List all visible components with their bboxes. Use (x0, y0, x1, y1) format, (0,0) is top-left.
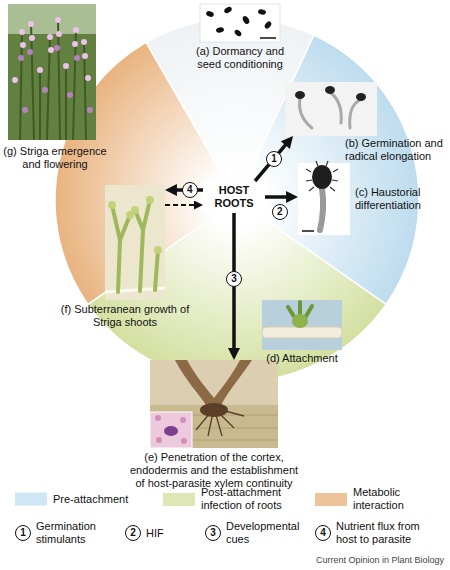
seed (205, 10, 214, 18)
flowering-photo (8, 4, 96, 140)
legend-item: Pre-attachment (15, 493, 153, 506)
arrow (255, 140, 290, 181)
scale-bar (302, 230, 314, 232)
legend-item: 3 Developmental cues (205, 520, 308, 546)
stained-cells (155, 415, 187, 444)
panel-caption: (g) Striga emergence and flowering (0, 145, 110, 171)
haustoria (175, 360, 252, 408)
panel-caption: (a) Dormancy and seed conditioning (190, 45, 290, 71)
legend-swatch (15, 493, 47, 506)
callout-number: 2 (125, 525, 141, 541)
legend-text: HIF (146, 527, 186, 540)
seed (223, 6, 233, 15)
host-root (262, 327, 342, 338)
legend-swatch (163, 493, 195, 506)
legend-text: Metabolic interaction (353, 486, 428, 512)
panel-caption: (f) Subterranean growth of Striga shoots (55, 303, 195, 329)
striga-flowers (18, 45, 93, 113)
legend-text: Nutrient flux from host to parasite (336, 520, 441, 546)
stage-panel: (d) Attachment (262, 300, 342, 350)
legend-item: 4 Nutrient flux from host to parasite (315, 520, 441, 546)
callout-number: 3 (226, 271, 242, 287)
stage-panel: (e) Penetration of the cortex, endodermi… (150, 360, 278, 448)
legend-text: Post-attachment infection of roots (201, 486, 301, 512)
seed (356, 93, 366, 101)
seed (295, 91, 305, 99)
attachment-photo (262, 300, 342, 350)
seed (325, 86, 335, 94)
legend-swatch (315, 493, 347, 506)
panel-caption: (d) Attachment (252, 352, 352, 365)
germination-photo (285, 82, 377, 136)
panel-caption: (e) Penetration of the cortex, endodermi… (124, 451, 304, 490)
stage-panel: (c) Haustorial differentiation (298, 163, 350, 235)
legend-item: Metabolic interaction (315, 486, 428, 512)
callout-number: 1 (266, 151, 282, 167)
callout-number: 3 (205, 525, 221, 541)
callout-number: 4 (182, 182, 198, 198)
haustorial-hairs (306, 161, 338, 191)
haustorium (312, 165, 332, 189)
stage-panel: (g) Striga emergence and flowering (8, 4, 96, 140)
haustorium-photo (298, 163, 350, 235)
legend-item: 2 HIF (125, 525, 186, 541)
callout-number: 2 (272, 204, 288, 220)
histology-inset (150, 412, 192, 448)
seed (258, 9, 267, 16)
penetration-micrograph (150, 360, 278, 448)
callout-number: 1 (15, 525, 31, 541)
stage-panel: (a) Dormancy and seed conditioning (200, 4, 280, 42)
legend-item: Post-attachment infection of roots (163, 486, 301, 512)
subterranean-photo (105, 185, 165, 300)
seed (216, 27, 225, 34)
host-box: HOST ROOTS (203, 181, 265, 213)
xylem-continuity (164, 426, 178, 436)
stage-panel: (f) Subterranean growth of Striga shoots (105, 185, 165, 300)
shoot-tips (108, 196, 162, 254)
arrow (265, 195, 293, 199)
radicle (320, 188, 323, 230)
seed (263, 20, 272, 29)
seed (241, 15, 250, 25)
haustorium-base (200, 403, 228, 417)
panel-caption: (b) Germination and radical elongation (345, 137, 448, 163)
striga-seedling (292, 314, 308, 328)
legend-text: Developmental cues (226, 520, 308, 546)
node-label: HOST ROOTS (203, 184, 265, 210)
striga-flowers (12, 17, 91, 83)
callout-number: 4 (315, 525, 331, 541)
stage-panel: (b) Germination and radical elongation (285, 82, 377, 136)
seed (233, 29, 242, 38)
panel-caption: (c) Haustorial differentiation (355, 186, 443, 212)
source-credit: Current Opinion in Plant Biology (316, 555, 444, 566)
legend-item: 1 Germination stimulants (15, 520, 111, 546)
seed-photo (200, 4, 280, 42)
scale-bar (260, 37, 276, 39)
legend-text: Pre-attachment (53, 493, 153, 506)
legend-text: Germination stimulants (36, 520, 111, 546)
dashed-arrow (165, 204, 200, 206)
radicles (300, 93, 361, 128)
